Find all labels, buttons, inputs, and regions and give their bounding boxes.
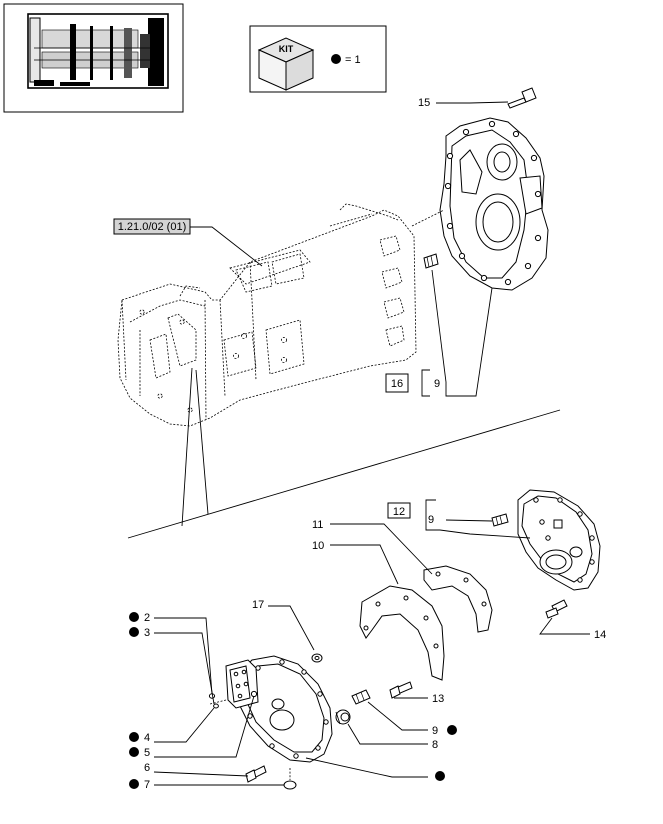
kit-dot-4 bbox=[129, 732, 139, 742]
rear-cover-upper bbox=[411, 117, 549, 291]
section-plane-line bbox=[127, 409, 561, 539]
upper-cover-bolt-holes bbox=[444, 120, 542, 286]
callout-9-upper: 9 bbox=[434, 378, 440, 390]
group-12-label: 12 bbox=[393, 506, 405, 518]
kit-dot-icon bbox=[331, 54, 341, 64]
right-cover-bolt-holes bbox=[533, 497, 595, 583]
oring-7 bbox=[283, 768, 297, 790]
callout-3: 3 bbox=[144, 627, 150, 639]
kit-legend-box: KIT = 1 bbox=[249, 25, 387, 93]
callout-10: 10 bbox=[312, 540, 324, 552]
kit-dot-9 bbox=[447, 725, 457, 735]
kit-cube-icon bbox=[257, 37, 315, 91]
washer-17: 17 bbox=[252, 599, 323, 663]
housing-leader-a bbox=[181, 367, 193, 527]
callout-8: 8 bbox=[432, 739, 438, 751]
kit-badge-text: KIT bbox=[279, 44, 294, 54]
bolt-13: 13 bbox=[389, 681, 444, 705]
callout-5: 5 bbox=[144, 747, 150, 759]
kit-dot-5 bbox=[129, 747, 139, 757]
right-stud-9 bbox=[445, 513, 509, 527]
kit-dot-7 bbox=[129, 779, 139, 789]
reference-text: 1.21.0/02 (01) bbox=[118, 221, 187, 233]
locator-thumbnail bbox=[3, 3, 184, 113]
cover-kit-callout bbox=[305, 757, 445, 781]
upper-stud-9 bbox=[423, 253, 439, 269]
callout-9-lower: 9 bbox=[432, 725, 438, 737]
gearbox-thumbnail-drawing bbox=[27, 13, 169, 89]
bushing-8: 8 bbox=[335, 709, 438, 751]
callout-17: 17 bbox=[252, 599, 264, 611]
housing-leader-b bbox=[195, 369, 209, 515]
callout-7: 7 bbox=[144, 779, 150, 791]
callout-13: 13 bbox=[432, 693, 444, 705]
callout-6: 6 bbox=[144, 762, 150, 774]
callout-9-right: 9 bbox=[428, 514, 434, 526]
callout-11: 11 bbox=[312, 519, 323, 531]
group-16-bracket: 16 9 bbox=[385, 269, 493, 397]
kit-dot-2 bbox=[129, 612, 139, 622]
group-12-bracket: 12 9 bbox=[387, 499, 531, 539]
kit-legend-text: = 1 bbox=[345, 54, 361, 66]
left-callouts: 2 3 4 5 6 7 bbox=[129, 612, 284, 791]
kit-dot-cover bbox=[435, 771, 445, 781]
gasket-11: 11 bbox=[312, 519, 493, 633]
callout-15: 15 bbox=[418, 97, 430, 109]
callout-2: 2 bbox=[144, 612, 150, 624]
kit-dot-3 bbox=[129, 627, 139, 637]
callout-4: 4 bbox=[144, 732, 150, 744]
bolt-15: 15 bbox=[418, 87, 537, 109]
front-cover-lower bbox=[209, 655, 333, 763]
bolt-14: 14 bbox=[539, 599, 606, 641]
lower-stud-9: 9 bbox=[351, 689, 457, 737]
gasket-10: 10 bbox=[312, 540, 445, 681]
transmission-housing bbox=[117, 203, 417, 427]
bolt-6 bbox=[245, 765, 267, 783]
rear-cover-right bbox=[517, 489, 601, 591]
callout-14: 14 bbox=[594, 629, 606, 641]
reference-box: 1.21.0/02 (01) bbox=[113, 218, 263, 267]
group-16-label: 16 bbox=[391, 378, 403, 390]
pins-2-3 bbox=[208, 693, 219, 709]
